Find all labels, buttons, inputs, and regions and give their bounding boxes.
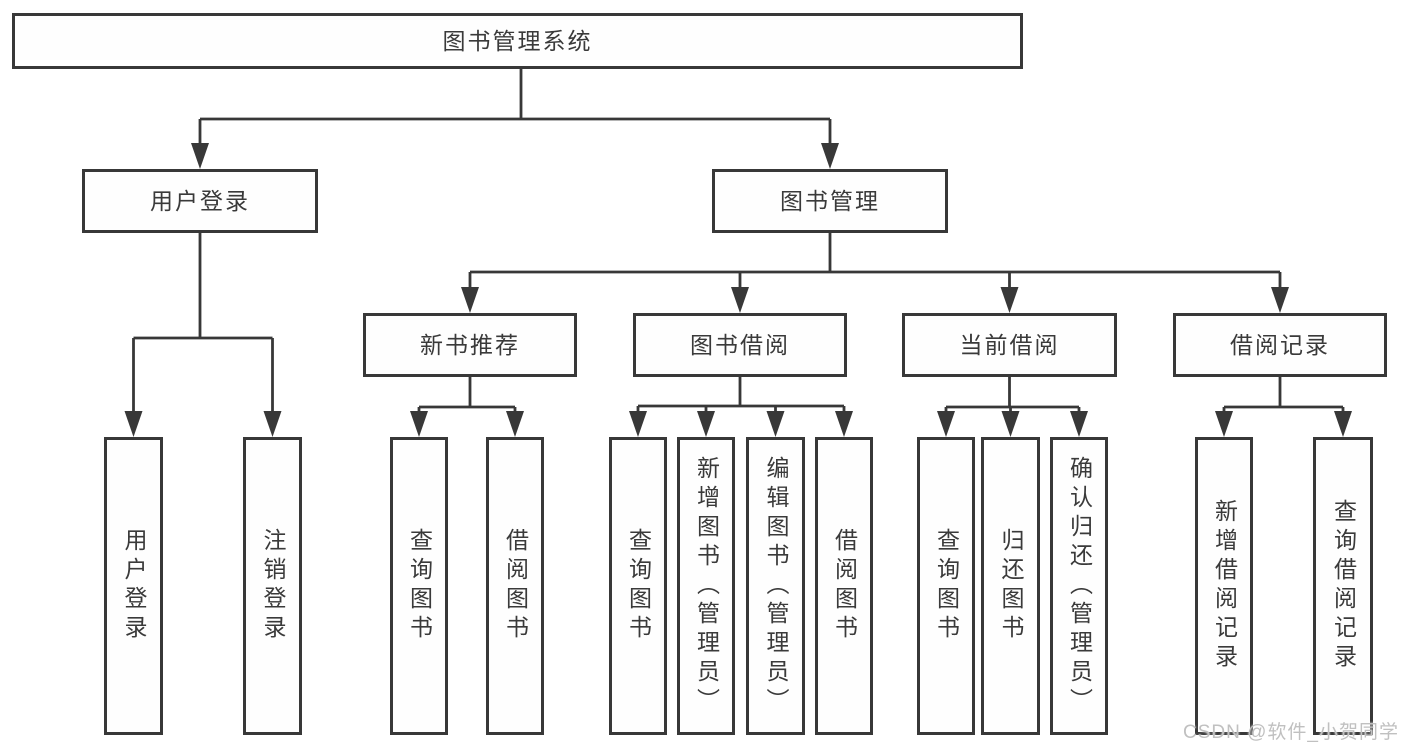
node-leaf-user-login: 用户登录 [104, 437, 163, 735]
node-cb-return-book: 归还图书 [981, 437, 1040, 735]
node-root: 图书管理系统 [12, 13, 1023, 69]
node-bb-edit-book: 编辑图书（管理员） [746, 437, 805, 735]
node-bb-add-book: 新增图书（管理员） [677, 437, 735, 735]
node-cb-confirm-return: 确认归还（管理员） [1050, 437, 1108, 735]
edge-new-book-rec-to-leaves [410, 377, 524, 437]
edge-book-borrow-to-leaves [629, 377, 853, 437]
node-br-query-record: 查询借阅记录 [1313, 437, 1373, 735]
node-book-borrow: 图书借阅 [633, 313, 847, 377]
node-bb-borrow-book: 借阅图书 [815, 437, 873, 735]
edge-book-mgmt-to-level3 [461, 233, 1289, 313]
edge-current-borrow-to-leaves [937, 377, 1088, 437]
edge-user-login-to-leaves [124, 233, 282, 437]
node-br-add-record: 新增借阅记录 [1195, 437, 1253, 735]
node-leaf-logout: 注销登录 [243, 437, 302, 735]
node-current-borrow: 当前借阅 [902, 313, 1117, 377]
node-book-mgmt: 图书管理 [712, 169, 948, 233]
node-nbr-borrow-book: 借阅图书 [486, 437, 544, 735]
node-user-login: 用户登录 [82, 169, 318, 233]
edge-root-to-level2 [191, 69, 839, 169]
node-cb-query-book: 查询图书 [917, 437, 975, 735]
node-bb-query-book: 查询图书 [609, 437, 667, 735]
node-nbr-query-book: 查询图书 [390, 437, 448, 735]
edge-borrow-records-to-leaves [1215, 377, 1352, 437]
csdn-watermark: CSDN @软件_小贺同学 [1183, 722, 1399, 743]
node-new-book-rec: 新书推荐 [363, 313, 577, 377]
node-borrow-records: 借阅记录 [1173, 313, 1387, 377]
